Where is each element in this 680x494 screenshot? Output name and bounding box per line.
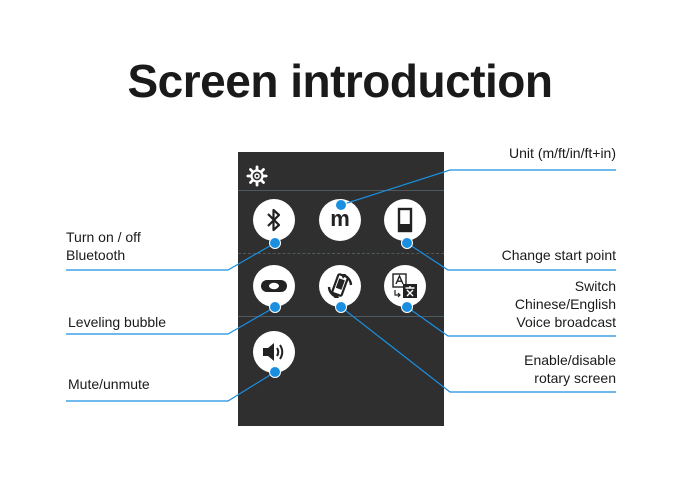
label-line: Switch <box>574 278 616 294</box>
divider <box>238 190 444 191</box>
callout-dot <box>335 199 347 211</box>
language-switch-button[interactable] <box>384 265 426 307</box>
callout-dot <box>269 366 281 378</box>
language-switch-icon <box>392 273 417 298</box>
label-unit: Unit (m/ft/in/ft+in) <box>509 145 616 161</box>
label-mute: Mute/unmute <box>68 376 150 392</box>
start-point-icon <box>397 207 413 233</box>
divider <box>238 316 444 317</box>
label-line: Turn on / off <box>66 229 141 245</box>
start-point-button[interactable] <box>384 199 426 241</box>
label-line: Bluetooth <box>66 247 126 263</box>
callout-dot <box>401 237 413 249</box>
label-line: Voice broadcast <box>516 314 616 330</box>
speaker-icon <box>263 343 284 361</box>
gear-icon[interactable] <box>246 165 268 187</box>
leveling-bubble-button[interactable] <box>253 265 295 307</box>
rotary-screen-button[interactable] <box>319 265 361 307</box>
bluetooth-button[interactable] <box>253 199 295 241</box>
bluetooth-icon <box>267 208 281 232</box>
label-line: rotary screen <box>534 370 616 386</box>
unit-button[interactable]: m <box>319 199 361 241</box>
label-leveling: Leveling bubble <box>68 314 167 330</box>
label-line: Enable/disable <box>524 352 616 368</box>
callout-dot <box>401 301 413 313</box>
callout-dot <box>269 301 281 313</box>
callout-dot <box>269 237 281 249</box>
page-title: Screen introduction <box>127 55 553 107</box>
label-voice: Switch Chinese/English Voice broadcast <box>515 277 616 331</box>
callout-dot <box>335 301 347 313</box>
unit-m-icon: m <box>330 206 350 231</box>
label-rotary: Enable/disable rotary screen <box>524 351 616 387</box>
label-line: Chinese/English <box>514 296 616 312</box>
label-start-point: Change start point <box>501 247 616 263</box>
rotate-screen-icon <box>327 273 353 299</box>
leveling-bubble-icon <box>261 280 287 292</box>
label-bluetooth: Turn on / off Bluetooth <box>66 228 141 264</box>
divider-dashed <box>238 253 444 254</box>
